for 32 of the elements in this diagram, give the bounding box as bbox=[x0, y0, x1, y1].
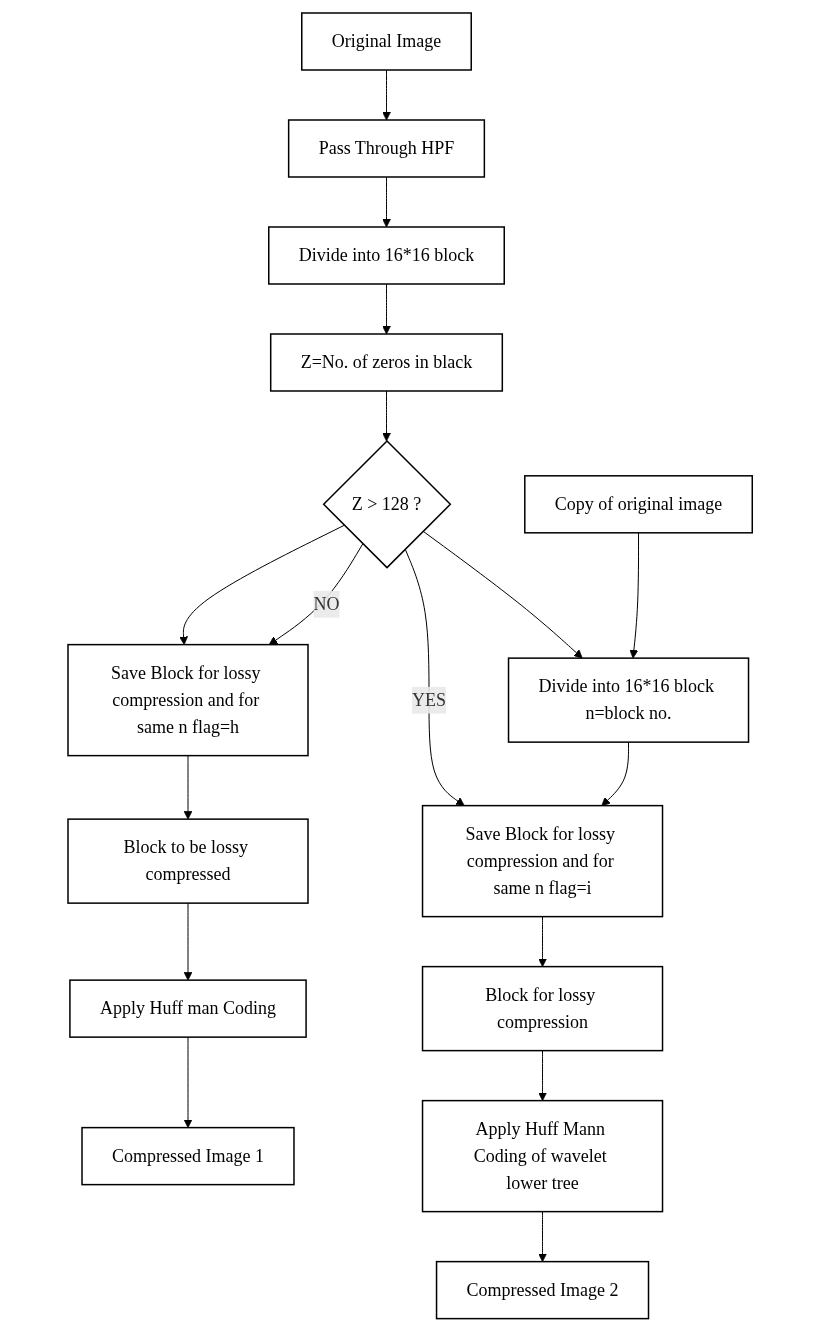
node-diamond: Z > 128 ? bbox=[323, 440, 452, 569]
arrow bbox=[382, 283, 392, 335]
node-box: Original Image bbox=[301, 12, 473, 71]
node-box: Divide into 16*16 block bbox=[268, 226, 506, 285]
arrow bbox=[601, 741, 630, 807]
node-box: Block to be lossy compressed bbox=[67, 818, 310, 905]
node-box: Apply Huff Mann Coding of wavelet lower tree bbox=[422, 1100, 664, 1213]
arrow bbox=[629, 532, 640, 659]
edge-label: NO bbox=[313, 593, 340, 614]
node-box: Z=No. of zeros in black bbox=[270, 333, 504, 392]
node-box: Pass Through HPF bbox=[288, 119, 486, 178]
arrow bbox=[269, 543, 364, 646]
arrow bbox=[538, 916, 548, 968]
arrow bbox=[538, 1211, 548, 1263]
arrow bbox=[183, 1036, 193, 1129]
node-box: Save Block for lossy compression and for same n flag=h bbox=[67, 644, 310, 757]
arrow bbox=[382, 390, 392, 442]
node-box: Block for lossy compression bbox=[422, 966, 664, 1052]
arrow bbox=[382, 176, 392, 228]
node-box: Compressed Image 1 bbox=[81, 1127, 296, 1186]
arrow bbox=[382, 69, 392, 121]
node-box: Apply Huff man Coding bbox=[69, 979, 308, 1039]
arrow bbox=[183, 755, 193, 820]
node-box: Save Block for lossy compression and for same n flag=i bbox=[422, 805, 664, 918]
arrow bbox=[183, 902, 193, 981]
arrow bbox=[422, 530, 584, 659]
node-box: Copy of original image bbox=[524, 475, 754, 534]
node-box: Compressed Image 2 bbox=[436, 1261, 650, 1320]
edge-label: YES bbox=[412, 689, 447, 710]
arrow bbox=[179, 525, 346, 646]
arrow bbox=[538, 1050, 548, 1102]
node-box: Divide into 16*16 block n=block no. bbox=[508, 657, 750, 744]
